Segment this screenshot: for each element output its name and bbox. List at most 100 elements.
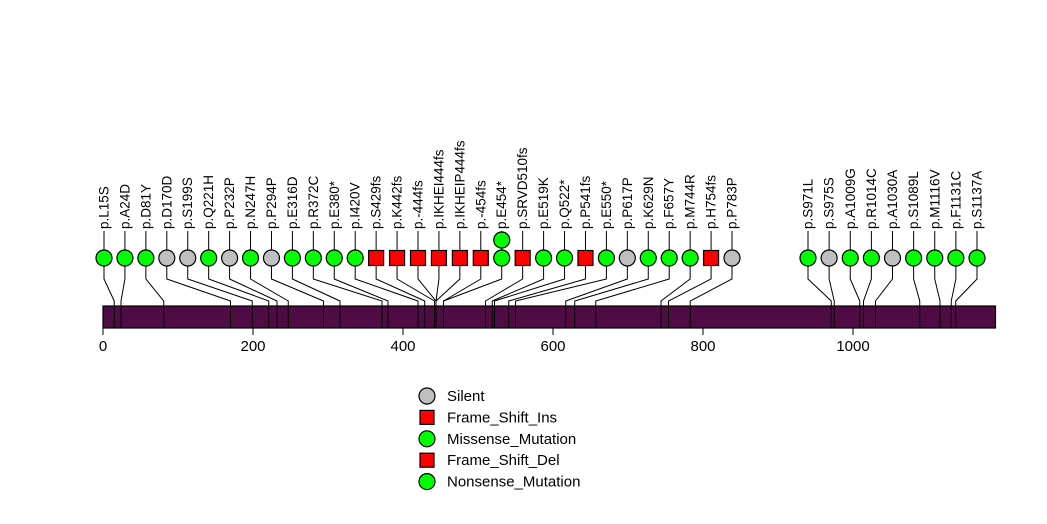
mutation-label: p.S1089L <box>906 171 921 229</box>
mutation-label: p.F1131C <box>948 170 963 229</box>
mutation-label: p.E316D <box>285 176 300 229</box>
connector-line <box>291 268 341 328</box>
mutation-marker-square <box>514 249 531 267</box>
mutation-marker-circle <box>179 249 197 267</box>
mutation-label: p.N247H <box>243 176 258 229</box>
axis-tick-label: 600 <box>540 338 565 355</box>
mutation-marker-square <box>577 249 594 267</box>
legend-swatch-circle <box>418 387 436 405</box>
mutation-marker-circle <box>681 249 699 267</box>
mutation-label: p.I420V <box>348 182 363 229</box>
mutation-marker-circle <box>221 249 239 267</box>
mutation-label: p.M744R <box>683 174 698 229</box>
connector-line <box>166 268 231 328</box>
mutation-marker-circle <box>723 249 741 267</box>
mutation-label: p.H754fs <box>704 175 719 229</box>
connector-lines-group <box>103 268 978 328</box>
connector-line <box>491 268 545 328</box>
legend-swatch-circle <box>418 473 436 491</box>
legend-swatch-square <box>419 452 435 468</box>
mutation-label: p.E550* <box>599 180 614 229</box>
connector-line <box>187 268 253 328</box>
axis-tick-label: 400 <box>390 338 415 355</box>
connector-line <box>950 268 957 328</box>
connector-line <box>828 268 835 328</box>
mutation-label: p.D81Y <box>138 184 153 229</box>
mutation-marker-circle <box>905 249 923 267</box>
mutation-label: p.S971L <box>801 178 816 229</box>
mutation-marker-circle <box>262 249 281 267</box>
mutation-marker-circle <box>200 249 218 267</box>
legend-swatch-square <box>419 409 435 425</box>
mutation-label: p.R372C <box>306 175 321 229</box>
connector-line <box>229 268 278 328</box>
connector-line <box>955 268 978 328</box>
connector-line <box>660 268 691 328</box>
connector-line <box>508 268 586 328</box>
legend-label: Nonsense_Mutation <box>447 474 580 491</box>
mutation-label: p.K629N <box>641 176 656 229</box>
legend-group: SilentFrame_Shift_InsMissense_MutationFr… <box>418 387 580 491</box>
legend-label: Frame_Shift_Ins <box>447 409 557 426</box>
mutation-marker-circle <box>862 249 880 267</box>
connector-line <box>208 268 270 328</box>
mutation-marker-square <box>368 249 385 267</box>
connector-line <box>250 268 289 328</box>
legend-label: Silent <box>447 388 485 405</box>
mutation-marker-square <box>430 249 448 267</box>
mutation-label: p.M1116V <box>927 169 942 229</box>
mutation-marker-circle <box>926 249 944 267</box>
connector-line <box>807 268 832 328</box>
connector-line <box>333 268 389 328</box>
mutation-label: p.K442fs <box>390 175 405 229</box>
mutation-label: p.Q221H <box>201 175 216 229</box>
mutation-label: p.IKHEI444fs <box>431 149 446 229</box>
mutation-marker-circle <box>618 249 636 267</box>
lollipop-markers-group <box>95 231 986 267</box>
connector-line <box>689 268 733 328</box>
mutation-marker-circle <box>660 249 678 267</box>
legend-label: Frame_Shift_Del <box>447 452 560 469</box>
connector-line <box>485 268 524 328</box>
mutation-label: p.SRVD510fs <box>515 147 530 229</box>
connector-line <box>396 268 435 328</box>
mutation-marker-square <box>451 249 468 267</box>
connector-line <box>443 268 503 328</box>
mutation-label: p.S199S <box>180 177 195 229</box>
connector-line <box>849 268 861 328</box>
mutation-label: p.E454* <box>494 180 509 229</box>
connector-line <box>574 268 649 328</box>
mutation-label: p.-444fs <box>411 180 426 229</box>
mutation-label: p.S429fs <box>369 175 384 229</box>
mutation-marker-circle <box>841 249 859 267</box>
legend-label: Missense_Mutation <box>447 431 576 448</box>
mutation-label: p.D170D <box>159 175 174 229</box>
mutation-marker-circle <box>820 249 838 267</box>
mutation-marker-circle <box>158 249 176 267</box>
axis-tick-label: 800 <box>690 338 715 355</box>
mutation-marker-square <box>472 249 489 267</box>
mutation-label: p.P541fs <box>578 175 593 229</box>
mutation-label: p.P294P <box>264 177 279 229</box>
mutation-marker-circle <box>325 249 343 267</box>
mutation-label: p.A1030A <box>885 170 900 229</box>
mutation-label: p.P783P <box>725 177 740 229</box>
connector-line <box>565 268 628 328</box>
mutation-marker-circle <box>968 249 986 267</box>
connector-line <box>863 268 872 328</box>
connector-line <box>494 268 566 328</box>
mutation-label: p.E380* <box>327 180 342 229</box>
connector-line <box>120 268 126 328</box>
mutation-marker-circle <box>493 231 511 249</box>
mutation-label: p.Q522* <box>557 179 572 229</box>
mutation-marker-circle <box>304 249 322 267</box>
legend-swatch-circle <box>418 430 436 448</box>
connector-line <box>312 268 383 328</box>
connector-line <box>145 268 165 328</box>
mutation-label: p.R1014C <box>864 168 879 229</box>
mutation-label: p.-454fs <box>473 180 488 229</box>
axis-tick-label: 200 <box>240 338 265 355</box>
mutation-label: p.P232P <box>222 177 237 229</box>
